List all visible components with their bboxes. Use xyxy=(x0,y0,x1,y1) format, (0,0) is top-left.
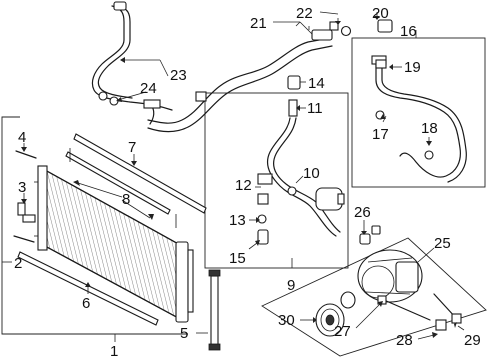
callout-28: 28 xyxy=(396,332,413,349)
callout-8: 8 xyxy=(122,191,130,208)
oring-18 xyxy=(424,150,434,160)
callout-21: 21 xyxy=(250,15,267,32)
valve-19 xyxy=(375,59,387,69)
pressure-line-9 xyxy=(257,99,341,237)
callout-12: 12 xyxy=(235,177,252,194)
sleeve-14 xyxy=(287,75,301,90)
callout-5: 5 xyxy=(180,325,188,342)
callout-26: 26 xyxy=(354,204,371,221)
oring-10 xyxy=(287,186,297,196)
receiver-drier-tube xyxy=(208,269,221,351)
discharge-hose-23 xyxy=(91,1,173,111)
compressor-25 xyxy=(357,249,423,303)
receiver-10 xyxy=(315,187,345,211)
fitting-12 xyxy=(257,193,269,205)
oring-13 xyxy=(257,214,267,224)
callout-16: 16 xyxy=(400,23,417,40)
mount-bolt-upper xyxy=(17,202,36,223)
callout-30: 30 xyxy=(278,312,295,329)
callout-23: 23 xyxy=(170,67,187,84)
condenser-left-tank xyxy=(34,165,48,251)
pin-lower xyxy=(13,235,35,243)
condenser-right-tank xyxy=(175,241,194,323)
callout-11: 11 xyxy=(307,100,323,117)
callout-10: 10 xyxy=(303,165,320,182)
callout-6: 6 xyxy=(82,295,90,312)
callout-24: 24 xyxy=(140,80,157,97)
callout-18: 18 xyxy=(421,120,438,137)
callout-2: 2 xyxy=(14,255,22,272)
fitting-22 xyxy=(329,21,352,37)
cap-20 xyxy=(377,19,393,33)
callout-15: 15 xyxy=(229,250,246,267)
callout-29: 29 xyxy=(464,332,481,349)
compressor-group-frame xyxy=(261,237,487,357)
switch-15 xyxy=(257,229,269,245)
receiver-line-group-frame xyxy=(204,92,349,269)
liquid-line-group-frame xyxy=(351,37,486,188)
callout-9: 9 xyxy=(287,277,295,294)
callout-17: 17 xyxy=(372,126,389,143)
upper-seal-bar xyxy=(65,148,177,228)
leader-lines xyxy=(2,11,465,342)
callout-4: 4 xyxy=(18,129,26,146)
upper-air-deflector xyxy=(73,133,207,214)
pin-left xyxy=(15,150,37,159)
callout-19: 19 xyxy=(404,59,421,76)
suction-hose-21 xyxy=(143,29,333,133)
callout-1: 1 xyxy=(110,343,118,360)
bolt-29 xyxy=(433,293,462,324)
fittings-26 xyxy=(359,225,381,245)
nut-28 xyxy=(435,319,447,331)
callout-3: 3 xyxy=(18,179,26,196)
callout-7: 7 xyxy=(128,139,136,156)
clutch-ring xyxy=(340,291,356,309)
callout-14: 14 xyxy=(308,75,325,92)
callout-27: 27 xyxy=(334,323,351,340)
callout-13: 13 xyxy=(229,212,246,229)
callout-25: 25 xyxy=(434,235,451,252)
condenser-group-bracket xyxy=(1,116,188,335)
callout-22: 22 xyxy=(296,5,313,22)
callout-20: 20 xyxy=(372,5,389,22)
